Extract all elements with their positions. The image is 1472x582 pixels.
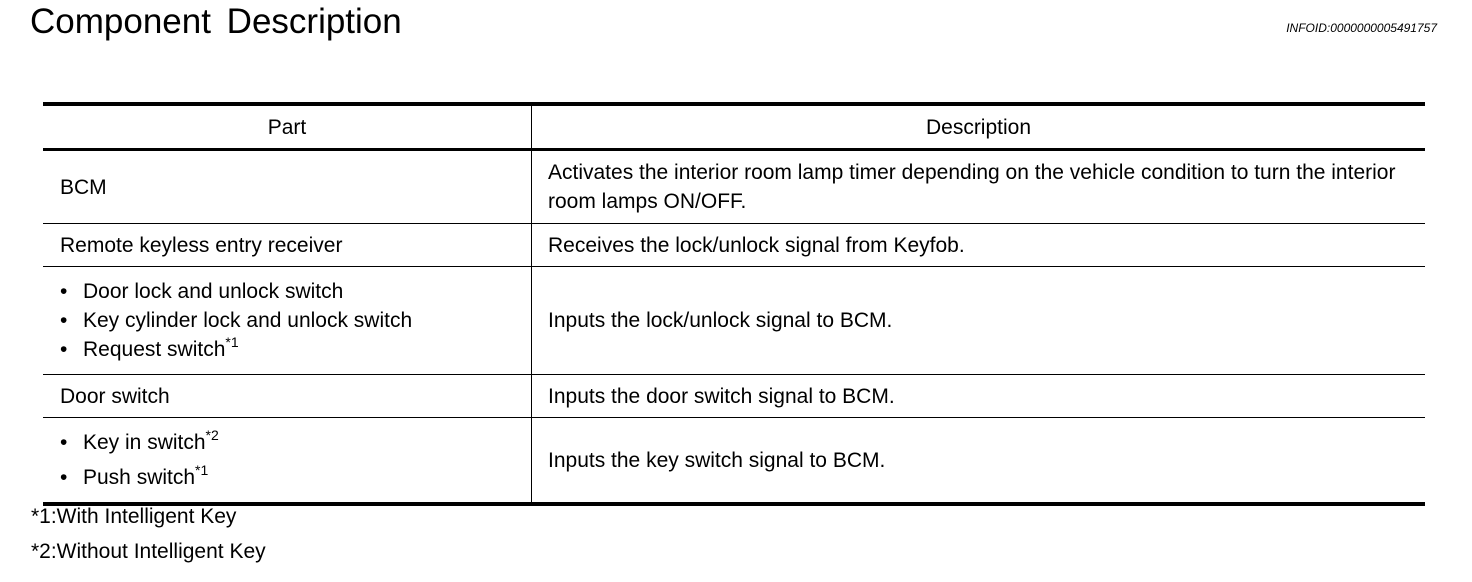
part-cell: Remote keyless entry receiver bbox=[43, 223, 532, 267]
column-header-description: Description bbox=[531, 102, 1425, 151]
footnote-ref: *1 bbox=[195, 462, 209, 478]
component-table: Part Description BCM Activates the inter… bbox=[43, 102, 1425, 506]
part-item-text: Key in switch bbox=[83, 431, 206, 454]
part-item-text: Door lock and unlock switch bbox=[83, 280, 344, 303]
description-cell: Inputs the door switch signal to BCM. bbox=[531, 374, 1425, 418]
description-cell: Receives the lock/unlock signal from Key… bbox=[531, 223, 1425, 267]
description-cell: Inputs the lock/unlock signal to BCM. bbox=[531, 266, 1425, 375]
page-title: Component Description bbox=[30, 2, 402, 41]
column-header-part: Part bbox=[43, 102, 532, 151]
table-row: Key in switch*2 Push switch*1 Inputs the… bbox=[43, 417, 1425, 506]
table-row: Remote keyless entry receiver Receives t… bbox=[43, 223, 1425, 267]
part-cell: Key in switch*2 Push switch*1 bbox=[43, 417, 532, 506]
table-header-row: Part Description bbox=[43, 102, 1425, 151]
footnote-ref: *2 bbox=[205, 427, 219, 443]
list-item: Key in switch*2 bbox=[60, 428, 531, 457]
list-item: Push switch*1 bbox=[60, 463, 531, 492]
part-item-text: Key cylinder lock and unlock switch bbox=[83, 309, 413, 332]
part-bullet-list: Key in switch*2 Push switch*1 bbox=[60, 428, 531, 492]
part-bullet-list: Door lock and unlock switch Key cylinder… bbox=[60, 277, 531, 364]
part-cell: BCM bbox=[43, 149, 532, 224]
list-item: Door lock and unlock switch bbox=[60, 277, 531, 306]
footnote-ref: *1 bbox=[225, 334, 239, 350]
description-cell: Activates the interior room lamp timer d… bbox=[531, 149, 1425, 224]
table-row: BCM Activates the interior room lamp tim… bbox=[43, 149, 1425, 224]
part-item-text: Push switch bbox=[83, 466, 196, 489]
list-item: Request switch*1 bbox=[60, 335, 531, 364]
footnote-2: *2:Without Intelligent Key bbox=[31, 540, 266, 563]
description-cell: Inputs the key switch signal to BCM. bbox=[531, 417, 1425, 506]
footnote-1: *1:With Intelligent Key bbox=[31, 505, 237, 528]
table-row: Door lock and unlock switch Key cylinder… bbox=[43, 266, 1425, 375]
part-cell: Door switch bbox=[43, 374, 532, 418]
part-item-text: Request switch bbox=[83, 338, 226, 361]
info-id: INFOID:0000000005491757 bbox=[1286, 21, 1437, 35]
part-cell: Door lock and unlock switch Key cylinder… bbox=[43, 266, 532, 375]
list-item: Key cylinder lock and unlock switch bbox=[60, 306, 531, 335]
table-row: Door switch Inputs the door switch signa… bbox=[43, 374, 1425, 418]
